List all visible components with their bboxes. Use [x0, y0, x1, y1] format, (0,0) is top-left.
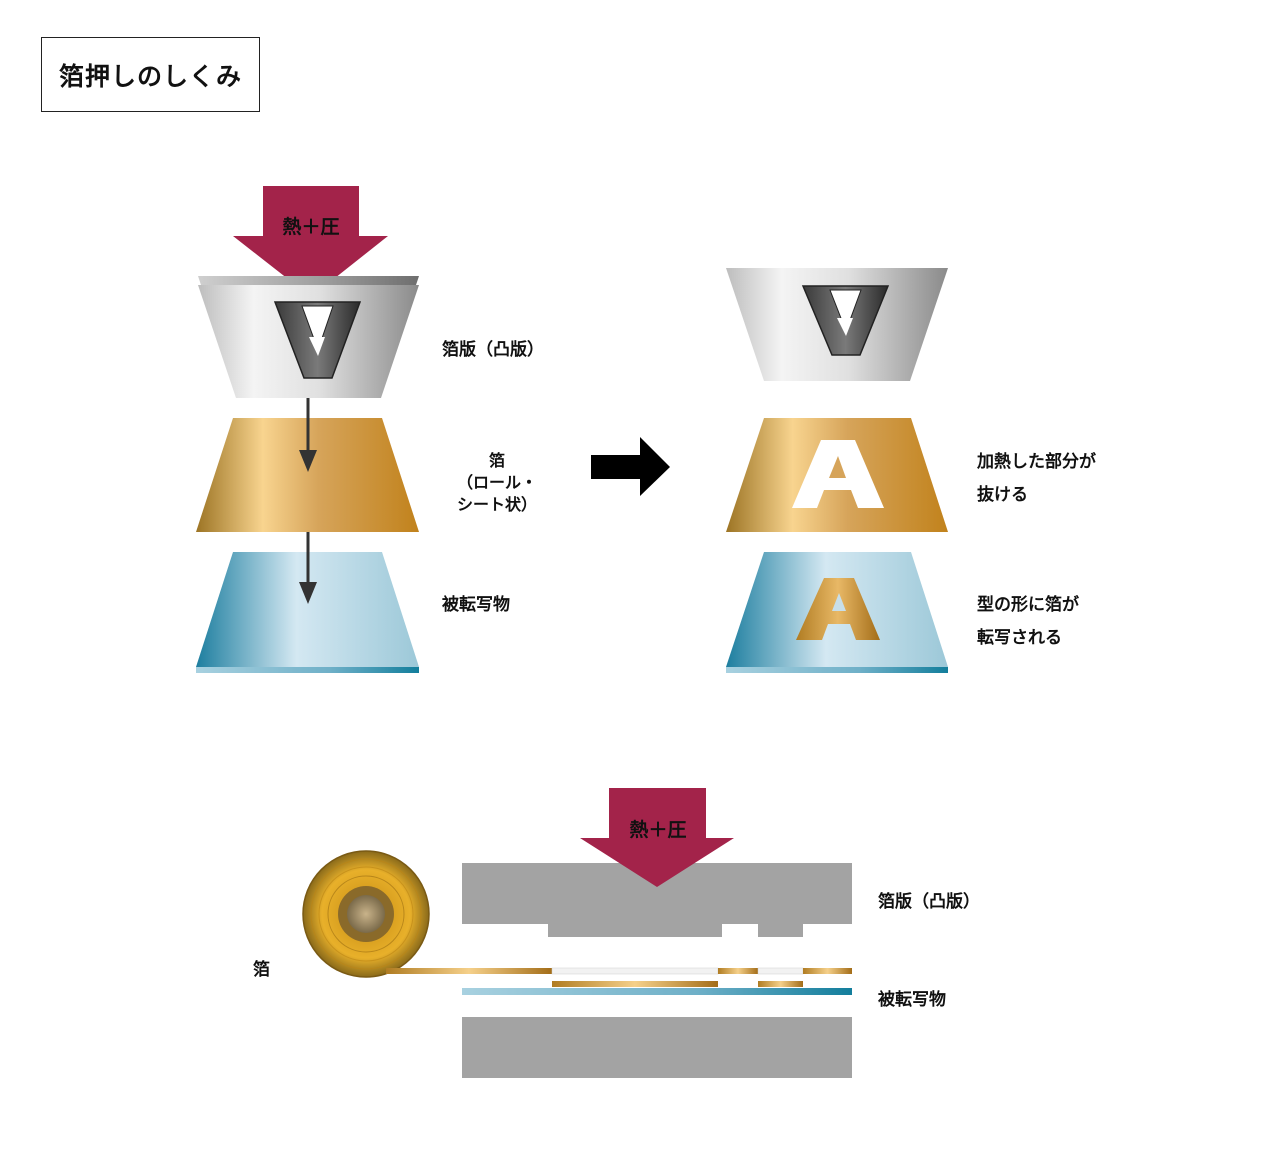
cross-section-diagram: 箔 熱＋圧 箔版（凸版） 被転写物: [253, 788, 980, 1078]
foil-plate: [198, 276, 419, 398]
page-title: 箔押しのしくみ: [58, 61, 242, 91]
press-diagram-after: 加熱した部分が 抜ける 型の形に箔が 転写される: [726, 268, 1096, 673]
foil-cutout-letter: [792, 440, 884, 508]
foil-label-line-3: シート状）: [457, 495, 537, 514]
substrate-label: 被転写物: [442, 594, 510, 615]
foil-result-line-1: 加熱した部分が: [976, 451, 1096, 472]
plate-label: 箔版（凸版）: [442, 339, 544, 360]
foil-sheet: [196, 418, 419, 532]
foil-strip: [386, 967, 852, 975]
foil-roll: [302, 850, 430, 978]
down-arrow-2: [299, 532, 317, 604]
foil-plate-after: [726, 268, 948, 381]
heat-pressure-label-bottom: 熱＋圧: [629, 818, 686, 841]
transferred-foil-pieces: [552, 981, 803, 987]
transferred-letter: [796, 578, 880, 640]
title-box: 箔押しのしくみ: [41, 37, 260, 112]
substrate-after: [726, 552, 948, 673]
heat-pressure-arrow-bottom: 熱＋圧: [580, 788, 734, 887]
heat-pressure-arrow: 熱＋圧: [233, 186, 388, 297]
substrate: [196, 552, 419, 673]
foil-sheet-after: [726, 418, 948, 532]
press-diagram-before: 熱＋圧 箔版（凸版） 箔 （ロール・ シート状） 被転写物: [196, 186, 544, 673]
bottom-plate-label: 箔版（凸版）: [878, 891, 980, 912]
foil-label-line-2: （ロール・: [457, 473, 537, 492]
foil-label-line-1: 箔: [489, 451, 505, 470]
substrate-result-line-1: 型の形に箔が: [977, 594, 1079, 615]
down-arrow-1: [299, 398, 317, 472]
lower-press-block: [462, 1017, 852, 1078]
roll-foil-label: 箔: [253, 959, 270, 980]
plate-mirrored-letter-after: [801, 285, 890, 356]
transition-arrow: [591, 437, 670, 496]
substrate-strip: [462, 988, 852, 995]
heat-pressure-label: 熱＋圧: [282, 215, 339, 238]
bottom-substrate-label: 被転写物: [878, 989, 946, 1010]
plate-mirrored-letter: [273, 301, 362, 379]
substrate-result-line-2: 転写される: [977, 627, 1062, 648]
foil-result-line-2: 抜ける: [977, 484, 1028, 505]
